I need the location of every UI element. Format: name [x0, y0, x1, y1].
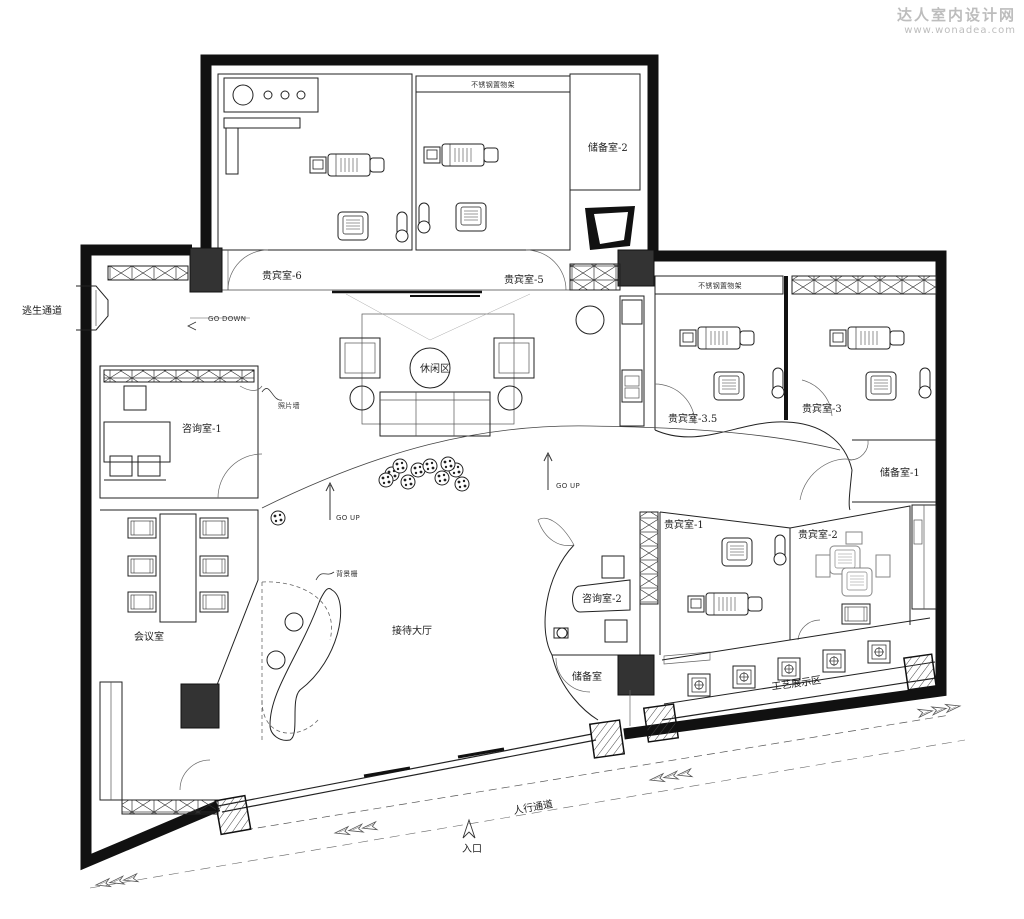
- room-storage2: 储备室-2: [588, 141, 628, 154]
- left-block: [76, 265, 263, 836]
- room-storage: 储备室: [572, 670, 602, 683]
- watermark-name: 达人室内设计网: [896, 6, 1016, 24]
- label-photo-wall: 照片墙: [278, 401, 300, 410]
- top-block: [189, 73, 655, 297]
- room-vip35: 贵宾室-3.5: [668, 412, 717, 425]
- room-vip6: 贵宾室-6: [262, 269, 302, 282]
- room-vip2: 贵宾室-2: [798, 528, 838, 541]
- walkway-lines: [89, 701, 966, 890]
- label-go-up-1: GO UP: [336, 514, 360, 522]
- room-consult2: 咨询室-2: [582, 592, 622, 605]
- lounge-furniture: [339, 293, 645, 437]
- lobby-elements: [190, 317, 841, 741]
- room-lounge: 休闲区: [420, 362, 450, 375]
- room-vip1: 贵宾室-1: [664, 518, 704, 531]
- room-consult1: 咨询室-1: [182, 422, 222, 435]
- room-meeting: 会议室: [134, 630, 164, 643]
- exterior-walls: [80, 54, 947, 871]
- room-labels: 贵宾室-6 贵宾室-5 储备室-2 贵宾室-3.5 贵宾室-3 储备室-1 贵宾…: [22, 141, 920, 855]
- label-walkway: 人行通道: [512, 797, 554, 817]
- planter-cluster: [378, 456, 470, 492]
- room-vip5: 贵宾室-5: [504, 273, 544, 286]
- label-go-up-2: GO UP: [556, 482, 580, 490]
- label-escape: 逃生通道: [22, 304, 62, 317]
- shelf-label-right: 不锈钢置物架: [698, 281, 742, 290]
- label-backdrop: 背景栅: [336, 569, 358, 578]
- room-storage1: 储备室-1: [880, 466, 920, 479]
- label-entrance: 入口: [462, 844, 482, 855]
- watermark: 达人室内设计网 www.wonadea.com: [897, 4, 1016, 36]
- shelf-label-top: 不锈钢置物架: [471, 80, 515, 89]
- right-block: [639, 275, 937, 743]
- label-go-down: GO DOWN: [208, 315, 246, 323]
- consult2-block: [537, 517, 655, 759]
- room-vip3: 贵宾室-3: [802, 402, 842, 415]
- room-lobby: 接待大厅: [392, 624, 432, 637]
- watermark-url: www.wonadea.com: [904, 25, 1016, 36]
- front-facade: [217, 677, 937, 813]
